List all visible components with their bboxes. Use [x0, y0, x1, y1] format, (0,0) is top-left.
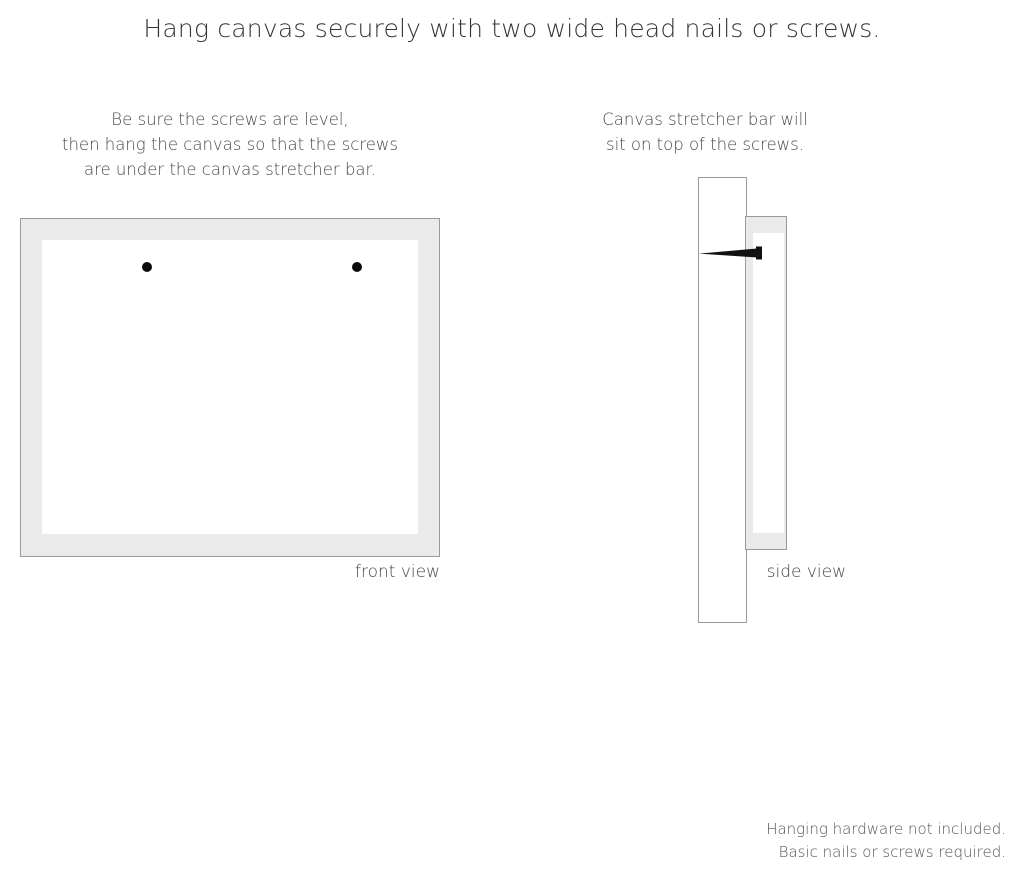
side-view-caption-line-1: Canvas stretcher bar will	[602, 110, 808, 129]
side-view-caption: Canvas stretcher bar will sit on top of …	[585, 107, 825, 157]
front-view-caption-line-2: then hang the canvas so that the screws	[62, 135, 398, 154]
side-view-caption-line-2: sit on top of the screws.	[605, 135, 805, 154]
front-view-caption: Be sure the screws are level, then hang …	[20, 107, 440, 182]
canvas-face-front	[42, 240, 418, 534]
front-view-caption-line-3: are under the canvas stretcher bar.	[83, 160, 377, 179]
page-title: Hang canvas securely with two wide head …	[143, 14, 881, 43]
canvas-frame-front	[20, 218, 440, 557]
side-view-diagram	[690, 170, 870, 630]
screw-head-right-icon	[352, 262, 362, 272]
canvas-frame-side	[745, 216, 787, 550]
front-view-label: front view	[355, 562, 440, 582]
canvas-face-side	[753, 233, 784, 533]
footer-line-2: Basic nails or screws required.	[778, 843, 1006, 861]
front-view-caption-line-1: Be sure the screws are level,	[111, 110, 349, 129]
footer-note: Hanging hardware not included. Basic nai…	[486, 818, 1006, 864]
screw-head-left-icon	[142, 262, 152, 272]
nail-icon	[699, 246, 762, 260]
side-view-label: side view	[766, 562, 846, 582]
front-view-diagram	[20, 218, 440, 557]
footer-line-1: Hanging hardware not included.	[766, 820, 1006, 838]
